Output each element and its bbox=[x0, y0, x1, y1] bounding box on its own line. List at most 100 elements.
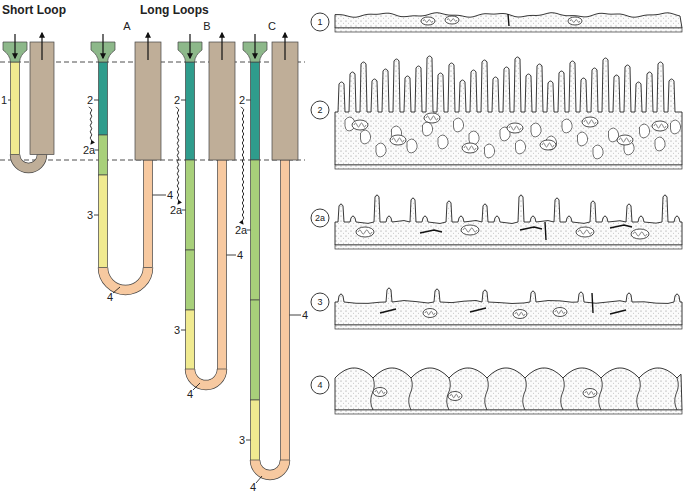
leader-line bbox=[256, 476, 262, 483]
basement-membrane bbox=[335, 28, 682, 32]
cristae bbox=[354, 123, 366, 127]
cristae bbox=[447, 19, 457, 22]
leader-line bbox=[290, 315, 302, 316]
cristae bbox=[570, 20, 580, 23]
mitochondrion-outline bbox=[553, 308, 567, 317]
mitochondrion-outline bbox=[507, 123, 523, 133]
mitochondrion-outline bbox=[540, 140, 556, 150]
callout-number: 2 bbox=[174, 94, 180, 106]
cristae bbox=[358, 230, 372, 234]
wavy-arrow bbox=[176, 107, 179, 204]
loop-bend bbox=[15, 155, 42, 169]
descending-limb bbox=[251, 300, 260, 400]
callout-number: 3 bbox=[239, 434, 245, 446]
epithelial-cell bbox=[335, 368, 682, 410]
mitochondrion bbox=[568, 17, 582, 25]
loop-bend bbox=[190, 369, 222, 385]
interdigitation bbox=[376, 143, 386, 157]
mitochondrion bbox=[553, 308, 567, 317]
reticulum bbox=[610, 225, 632, 228]
loop-bend-outline bbox=[103, 268, 148, 291]
cristae bbox=[515, 312, 525, 316]
mitochondrion-outline bbox=[631, 229, 649, 239]
leader-line bbox=[181, 100, 186, 101]
mitochondrion-outline bbox=[424, 113, 440, 123]
nephron-loop bbox=[243, 33, 298, 475]
descending-limb bbox=[186, 250, 195, 310]
thin-ascending-limb bbox=[144, 160, 153, 268]
circled-number: 3 bbox=[310, 292, 330, 312]
panel-number: 3 bbox=[317, 297, 322, 307]
mitochondrion-outline bbox=[352, 120, 368, 130]
tissue-panel bbox=[335, 288, 682, 329]
tissue-panel bbox=[335, 368, 682, 414]
cell-border bbox=[599, 378, 603, 410]
interdigitation bbox=[438, 135, 448, 149]
callout-number: 4 bbox=[167, 189, 173, 201]
cristae bbox=[509, 126, 521, 130]
flow-arrow bbox=[147, 33, 148, 60]
mitochondrion bbox=[424, 113, 440, 123]
loop-bend-outline bbox=[15, 155, 42, 169]
reticulum bbox=[380, 309, 396, 313]
mitochondrion bbox=[356, 227, 374, 237]
circle-shape bbox=[311, 209, 329, 227]
loop-bend bbox=[103, 268, 148, 291]
basement-membrane bbox=[335, 165, 682, 169]
callout-number: 2 bbox=[87, 94, 93, 106]
callout-number: 2a bbox=[170, 204, 182, 216]
cristae bbox=[619, 138, 631, 142]
mitochondrion bbox=[631, 229, 649, 239]
panel-number: 1 bbox=[317, 17, 322, 27]
mitochondrion-outline bbox=[568, 17, 582, 25]
mitochondrion-outline bbox=[390, 135, 406, 145]
reticulum bbox=[470, 308, 486, 312]
cristae bbox=[375, 390, 385, 394]
interdigitation bbox=[531, 123, 541, 137]
mitochondrion bbox=[582, 117, 598, 127]
cristae bbox=[633, 232, 647, 236]
mitochondrion bbox=[617, 135, 633, 145]
mitochondrion bbox=[462, 143, 478, 153]
mitochondrion-outline bbox=[462, 143, 478, 153]
descending-limb bbox=[251, 62, 260, 160]
circled-number: 2a bbox=[310, 208, 330, 228]
mitochondrion bbox=[461, 225, 479, 235]
circled-number: 2 bbox=[310, 100, 330, 120]
interdigitation bbox=[361, 130, 371, 144]
mitochondrion bbox=[507, 123, 523, 133]
reticulum bbox=[420, 230, 442, 233]
mitochondrion-outline bbox=[423, 309, 437, 318]
leader-line bbox=[181, 330, 186, 331]
callout-number: 3 bbox=[174, 324, 180, 336]
leader-line bbox=[8, 100, 11, 101]
mitochondrion bbox=[583, 389, 597, 398]
panel-number: 2 bbox=[317, 105, 322, 115]
tissue-panel bbox=[335, 195, 682, 249]
leader-line bbox=[113, 287, 120, 293]
cell-border bbox=[561, 378, 565, 410]
group-title: Short Loop bbox=[2, 4, 66, 16]
leader-line bbox=[247, 230, 251, 231]
flow-arrow bbox=[14, 34, 15, 58]
panel-number: 4 bbox=[317, 380, 322, 390]
interdigitation bbox=[655, 137, 665, 151]
loop-bend bbox=[255, 460, 285, 475]
cristae bbox=[585, 391, 595, 395]
callout-number: 2a bbox=[83, 144, 95, 156]
interdigitation bbox=[485, 144, 495, 158]
mitochondrion bbox=[423, 309, 437, 318]
leader-line bbox=[94, 215, 99, 216]
circled-number: 4 bbox=[310, 375, 330, 395]
mitochondrion bbox=[513, 310, 527, 319]
loop-bend-outline bbox=[190, 369, 222, 385]
mitochondrion-outline bbox=[513, 310, 527, 319]
leader-line bbox=[193, 383, 200, 390]
nephron-loop bbox=[91, 33, 161, 290]
leader-line bbox=[246, 440, 251, 441]
nephron-loop bbox=[3, 33, 54, 168]
callout-number: A bbox=[123, 20, 130, 32]
cristae bbox=[426, 116, 438, 120]
cristae bbox=[463, 228, 477, 232]
